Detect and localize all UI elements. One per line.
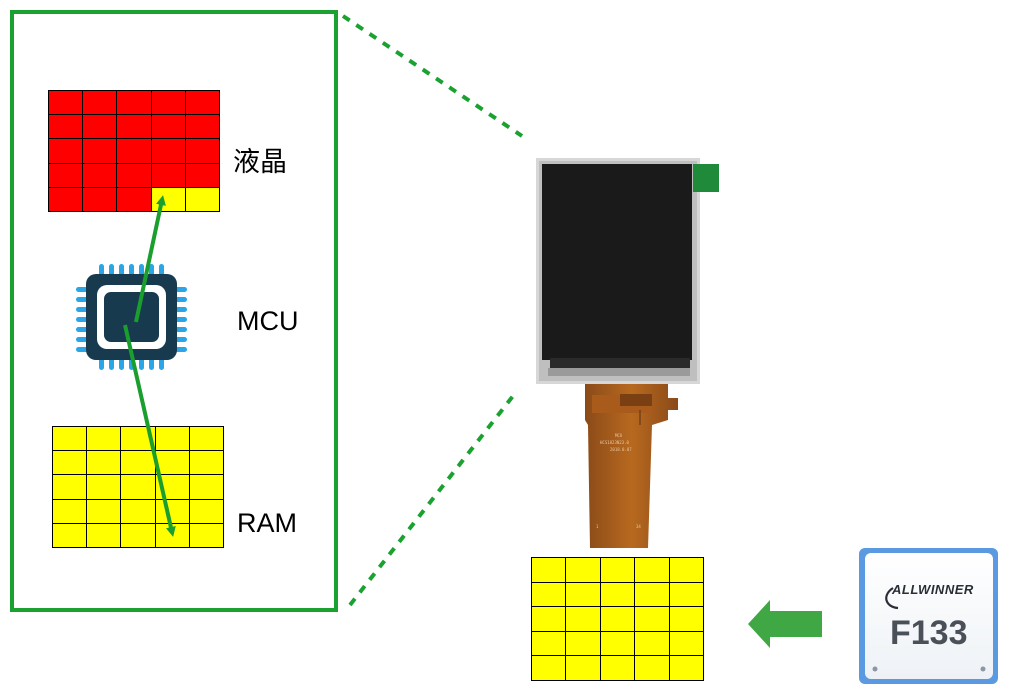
grid-cell xyxy=(117,163,152,188)
grid-cell xyxy=(635,558,670,583)
grid-cell xyxy=(532,656,567,681)
grid-cell xyxy=(566,582,601,608)
grid-cell xyxy=(49,187,84,212)
mcu-to-ram-arrow xyxy=(123,324,176,537)
grid-cell xyxy=(53,499,88,524)
grid-cell xyxy=(121,499,156,524)
grid-cell xyxy=(635,656,670,681)
grid-cell xyxy=(83,91,118,116)
grid-cell xyxy=(117,91,152,116)
grid-cell xyxy=(600,607,636,632)
grid-cell xyxy=(83,139,118,164)
grid-cell xyxy=(49,91,84,116)
grid-cell xyxy=(87,427,122,452)
grid-cell xyxy=(117,115,152,140)
grid-cell xyxy=(185,91,220,116)
grid-cell xyxy=(185,115,220,140)
svg-text:34: 34 xyxy=(636,524,641,529)
mcu-to-lcd-arrow xyxy=(134,195,166,323)
grid-cell xyxy=(49,163,84,188)
grid-cell xyxy=(600,631,636,657)
grid-cell xyxy=(151,163,186,188)
ram-label: RAM xyxy=(237,508,297,538)
grid-cell xyxy=(566,558,601,583)
grid-cell xyxy=(53,523,88,548)
chip-model-text: F133 xyxy=(890,614,968,652)
lcd-label: 液晶 xyxy=(233,147,287,177)
svg-text:HCS1823N23.0: HCS1823N23.0 xyxy=(600,440,629,445)
grid-cell xyxy=(83,115,118,140)
grid-cell xyxy=(669,558,704,583)
svg-text:2018.0.07: 2018.0.07 xyxy=(610,447,632,452)
grid-cell xyxy=(635,582,670,608)
grid-cell xyxy=(87,523,122,548)
grid-cell xyxy=(600,656,636,681)
svg-text:1: 1 xyxy=(596,524,599,529)
grid-cell xyxy=(121,475,156,500)
grid-cell xyxy=(87,451,122,476)
lcd-module-image: MCU HCS1823N23.0 2018.0.07 1 34 xyxy=(536,158,719,548)
grid-cell xyxy=(117,187,152,212)
grid-cell xyxy=(83,163,118,188)
grid-cell xyxy=(669,631,704,657)
grid-cell xyxy=(49,139,84,164)
grid-cell xyxy=(117,139,152,164)
grid-cell xyxy=(53,475,88,500)
grid-cell xyxy=(49,115,84,140)
zoom-line-bottom xyxy=(348,394,515,607)
chip-brand-text: ALLWINNER xyxy=(892,582,974,597)
mcu-chip-icon xyxy=(76,264,187,370)
grid-cell xyxy=(189,475,224,500)
f133-chip-image xyxy=(859,548,998,684)
grid-cell xyxy=(121,523,156,548)
grid-cell xyxy=(635,631,670,657)
lcd-pixel-grid xyxy=(48,90,220,212)
grid-cell xyxy=(53,451,88,476)
zoom-line-top xyxy=(341,14,524,138)
grid-cell xyxy=(566,607,601,632)
grid-cell xyxy=(155,427,190,452)
grid-cell xyxy=(189,427,224,452)
grid-cell xyxy=(566,656,601,681)
frame-buffer-grid xyxy=(531,557,704,681)
grid-cell xyxy=(185,187,220,212)
grid-cell xyxy=(151,139,186,164)
grid-cell xyxy=(189,451,224,476)
grid-cell xyxy=(669,582,704,608)
grid-cell xyxy=(532,631,567,657)
grid-cell xyxy=(669,656,704,681)
svg-text:MCU: MCU xyxy=(615,433,623,438)
grid-cell xyxy=(155,499,190,524)
mcu-label: MCU xyxy=(237,306,299,336)
grid-cell xyxy=(53,427,88,452)
grid-cell xyxy=(87,499,122,524)
grid-cell xyxy=(669,607,704,632)
grid-cell xyxy=(151,115,186,140)
grid-cell xyxy=(151,91,186,116)
grid-cell xyxy=(532,558,567,583)
grid-cell xyxy=(185,163,220,188)
grid-cell xyxy=(532,582,567,608)
grid-cell xyxy=(600,558,636,583)
grid-cell xyxy=(189,499,224,524)
grid-cell xyxy=(185,139,220,164)
grid-cell xyxy=(566,631,601,657)
zoom-frame xyxy=(10,10,338,612)
left-block-arrow xyxy=(748,600,822,648)
grid-cell xyxy=(87,475,122,500)
grid-cell xyxy=(189,523,224,548)
grid-cell xyxy=(155,451,190,476)
grid-cell xyxy=(532,607,567,632)
grid-cell xyxy=(600,582,636,608)
grid-cell xyxy=(635,607,670,632)
grid-cell xyxy=(83,187,118,212)
